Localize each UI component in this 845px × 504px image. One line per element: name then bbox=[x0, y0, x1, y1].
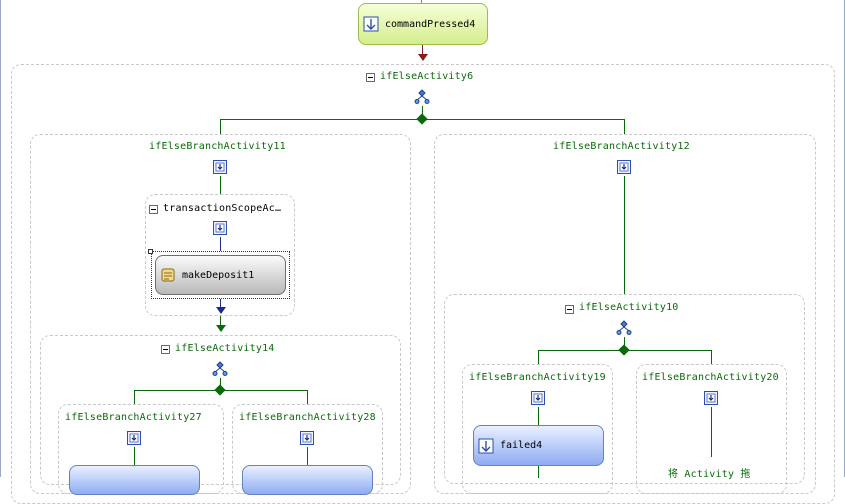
scope-to-ifelse14-line bbox=[220, 316, 221, 326]
drop-activity-hint: 将 Activity 拖 bbox=[668, 469, 751, 480]
collapse-icon[interactable] bbox=[161, 345, 170, 354]
red-arrow-line bbox=[422, 45, 423, 55]
transaction-scope-container[interactable] bbox=[145, 194, 295, 316]
if-else-10-title: ifElseActivity10 bbox=[579, 302, 679, 313]
green-arrow-head bbox=[216, 325, 226, 332]
branch-28-drop bbox=[307, 390, 308, 404]
if-else-14-title: ifElseActivity14 bbox=[175, 343, 275, 354]
branch-12-title: ifElseBranchActivity12 bbox=[553, 141, 690, 152]
branch-27-activity[interactable] bbox=[69, 465, 200, 495]
navy-arrow-head bbox=[216, 307, 226, 314]
code-scroll-icon bbox=[161, 268, 175, 282]
branch-28-activity[interactable] bbox=[242, 465, 373, 495]
branch-20-line bbox=[711, 407, 712, 457]
failed-activity[interactable]: failed4 bbox=[473, 425, 604, 466]
branch-12-line bbox=[624, 176, 625, 294]
branch-19-line bbox=[538, 407, 539, 425]
collapse-icon[interactable] bbox=[565, 305, 574, 314]
sequence-icon bbox=[212, 220, 228, 236]
top-connector bbox=[421, 0, 422, 3]
if-else-6-stem bbox=[422, 106, 423, 116]
branch-27-drop bbox=[134, 390, 135, 404]
branch-icon bbox=[616, 159, 632, 175]
if-else-10-stem bbox=[624, 337, 625, 346]
command-pressed-activity[interactable]: commandPressed4 bbox=[358, 3, 488, 45]
make-deposit-label: makeDeposit1 bbox=[182, 269, 255, 281]
if-else-6-title: ifElseActivity6 bbox=[380, 71, 474, 82]
branch-11-drop bbox=[220, 119, 221, 134]
branch-icon bbox=[530, 390, 546, 406]
branch-27-line bbox=[134, 447, 135, 465]
branch-icon bbox=[703, 390, 719, 406]
scope-inner-line bbox=[220, 237, 221, 251]
if-else-14-bar bbox=[134, 390, 308, 391]
ifelse-icon bbox=[414, 89, 430, 104]
if-else-6-bar bbox=[220, 119, 624, 120]
branch-27-title: ifElseBranchActivity27 bbox=[65, 412, 202, 423]
scope-out-line bbox=[220, 299, 221, 309]
branch-11-title: ifElseBranchActivity11 bbox=[149, 141, 286, 152]
transaction-scope-title: transactionScopeAc… bbox=[163, 203, 282, 214]
selection-frame bbox=[151, 251, 290, 299]
ifelse-icon bbox=[212, 361, 228, 376]
branch-20-drop bbox=[711, 350, 712, 364]
branch-icon bbox=[299, 430, 315, 446]
event-activity-icon bbox=[478, 438, 494, 454]
branch-icon bbox=[212, 159, 228, 175]
ifelse-icon bbox=[616, 320, 632, 335]
branch-19-drop bbox=[538, 350, 539, 364]
branch-icon bbox=[126, 430, 142, 446]
branch-28-title: ifElseBranchActivity28 bbox=[239, 412, 376, 423]
collapse-icon[interactable] bbox=[366, 73, 375, 82]
failed-out-line bbox=[538, 466, 539, 478]
if-else-14-stem bbox=[220, 378, 221, 386]
branch-12-drop bbox=[624, 119, 625, 134]
command-pressed-label: commandPressed4 bbox=[385, 18, 476, 30]
selection-handle[interactable] bbox=[148, 249, 153, 254]
branch-19-title: ifElseBranchActivity19 bbox=[469, 372, 606, 383]
branch-20-title: ifElseBranchActivity20 bbox=[642, 372, 779, 383]
branch-11-line bbox=[220, 176, 221, 194]
red-arrow-head bbox=[418, 54, 428, 61]
if-else-10-bar bbox=[538, 350, 711, 351]
make-deposit-activity[interactable]: makeDeposit1 bbox=[155, 255, 286, 295]
event-activity-icon bbox=[363, 16, 379, 32]
failed-label: failed4 bbox=[500, 440, 543, 451]
branch-28-line bbox=[307, 447, 308, 465]
collapse-icon[interactable] bbox=[149, 205, 158, 214]
